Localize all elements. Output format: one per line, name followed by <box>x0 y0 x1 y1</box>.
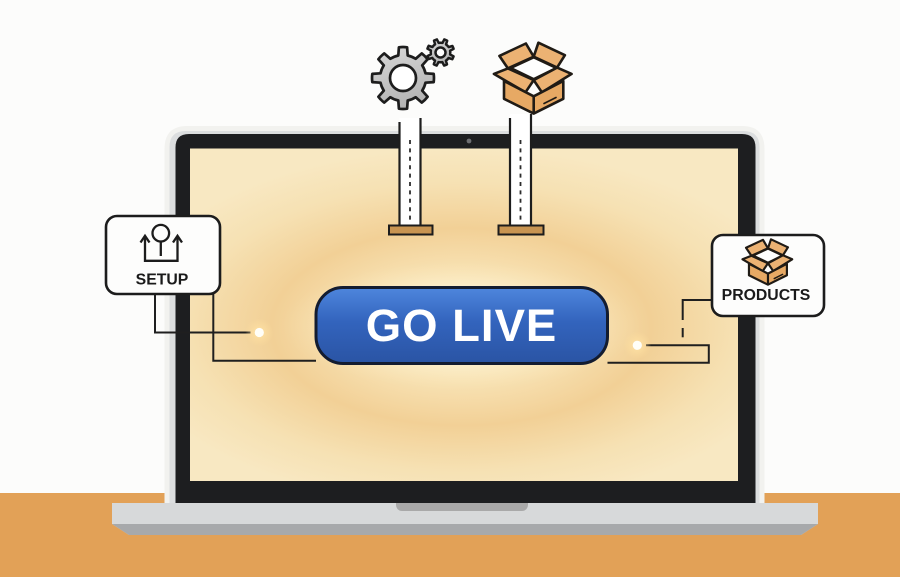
svg-text:GO LIVE: GO LIVE <box>366 300 558 351</box>
svg-text:PRODUCTS: PRODUCTS <box>722 287 811 304</box>
svg-text:SETUP: SETUP <box>136 272 189 289</box>
